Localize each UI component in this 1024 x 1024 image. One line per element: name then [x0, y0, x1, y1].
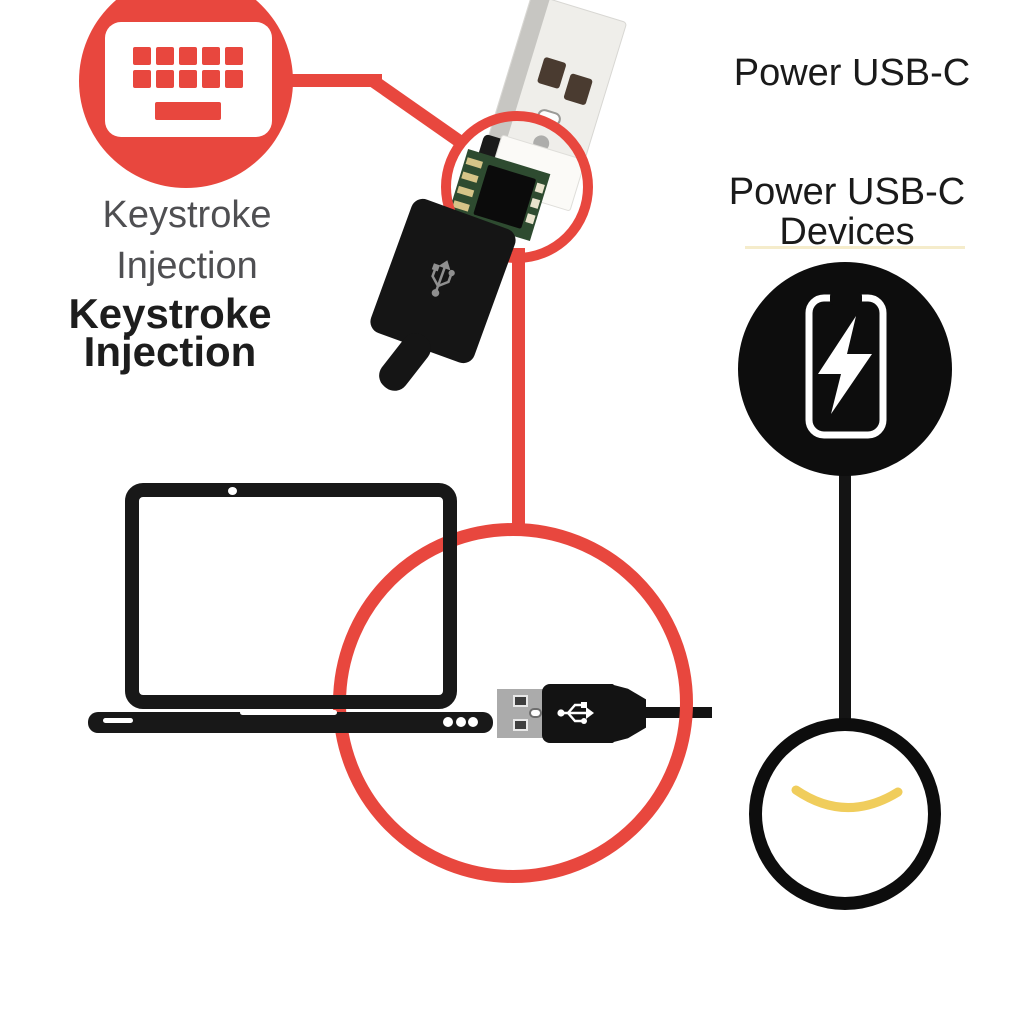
keystroke-injection-label-bold: Keystroke Injection — [20, 290, 320, 375]
label-line: Devices — [779, 211, 915, 253]
laptop-webcam-dot — [228, 487, 237, 495]
highlight-circle-implant — [441, 111, 593, 263]
laptop-screen — [125, 483, 457, 709]
keyboard-key — [133, 47, 151, 65]
red-connector-line-diagonal — [370, 76, 465, 148]
laptop-hinge-notch — [240, 710, 337, 715]
red-connector-line-vertical — [512, 248, 525, 532]
smile-swoosh-icon — [791, 785, 903, 812]
devices-underline — [745, 246, 965, 249]
laptop-port-dot — [443, 717, 453, 727]
keystroke-injection-label-light: Keystroke Injection — [37, 190, 337, 292]
phone-outline-graphic — [805, 292, 887, 439]
label-line: Keystroke — [68, 290, 272, 337]
phone-charging-icon — [738, 262, 952, 476]
laptop-port-dot — [468, 717, 478, 727]
label-line: Injection — [83, 328, 257, 375]
keyboard-key — [156, 70, 174, 88]
label-line: Keystroke — [102, 194, 272, 236]
keyboard-key — [225, 47, 243, 65]
power-usbc-devices-label: Power USB-C Devices — [697, 172, 997, 252]
lightning-bolt-icon — [818, 316, 872, 414]
keyboard-key — [156, 47, 174, 65]
usb-trident-icon — [431, 260, 455, 297]
laptop-port-dot — [455, 717, 466, 727]
connector-contact — [536, 56, 567, 90]
label-line: Power USB-C — [728, 171, 966, 213]
keyboard-key — [179, 47, 197, 65]
black-usb-plug-photo — [367, 195, 519, 367]
laptop-base-dash — [103, 718, 133, 723]
keyboard-key — [225, 70, 243, 88]
keyboard-key — [133, 70, 151, 88]
black-connector-line — [839, 468, 851, 722]
connector-contact — [563, 73, 594, 106]
keyboard-key — [179, 70, 197, 88]
power-usbc-title: Power USB-C — [733, 52, 971, 94]
red-connector-line-horizontal — [286, 74, 382, 87]
laptop-base — [88, 712, 493, 733]
keyboard-keys — [133, 47, 245, 89]
keyboard-spacebar — [155, 102, 221, 120]
keyboard-key — [202, 70, 220, 88]
phone-notch — [830, 292, 862, 305]
cable-stub — [373, 327, 437, 397]
label-line: Injection — [116, 245, 258, 287]
keyboard-key — [202, 47, 220, 65]
